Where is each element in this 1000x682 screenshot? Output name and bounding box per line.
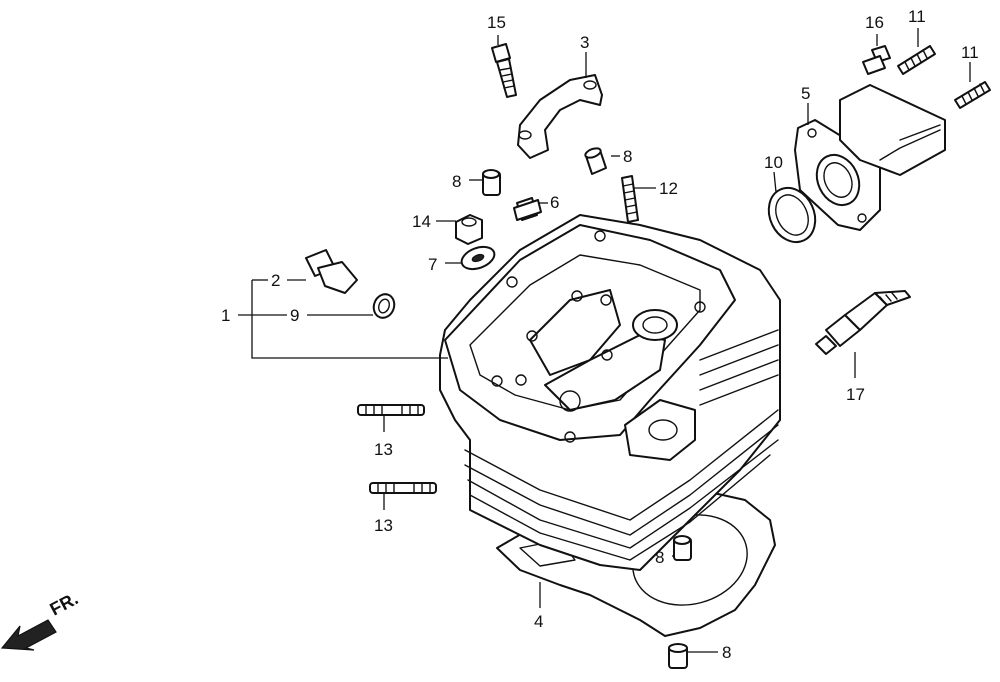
callout-4: 4 [534,612,543,631]
leader-lines [238,28,971,653]
callout-8-top-right: 8 [623,147,632,166]
callout-17: 17 [846,385,865,404]
callout-10: 10 [764,153,783,172]
callout-5: 5 [801,84,810,103]
callout-6: 6 [550,193,559,212]
callout-9: 9 [290,306,299,325]
callout-11-left: 11 [908,7,926,26]
flange-bolt [491,43,517,98]
callout-labels: 1 2 3 4 5 6 7 8 8 8 8 9 10 11 11 12 13 1… [221,7,979,662]
dowel-pin-bottom [668,643,688,669]
callout-16: 16 [865,13,884,32]
callout-8-gasket: 8 [655,548,664,567]
dowel-pin-gasket [673,535,692,561]
callout-11-right: 11 [961,43,979,62]
insulator-bolt [862,45,891,75]
stud-bolt-upper [357,404,425,416]
intake-insulator [794,84,946,231]
callout-12: 12 [659,179,678,198]
callout-3: 3 [580,33,589,52]
cylinder-head [439,214,781,571]
camshaft-holder [517,74,603,159]
callout-8-top-left: 8 [452,172,461,191]
callout-13-upper: 13 [374,440,393,459]
callout-13-lower: 13 [374,516,393,535]
callout-8-bottom: 8 [722,643,731,662]
sealing-washer [460,245,496,271]
stud-bolt-short [621,175,639,223]
callout-14: 14 [412,212,431,231]
sealing-bolt [513,197,542,221]
callout-7: 7 [428,255,437,274]
dowel-pin-top-left [482,169,501,196]
insulator-stud-left [897,45,936,75]
o-ring-small [372,293,396,319]
stud-bolt-lower [369,482,437,494]
front-direction-arrow: FR. [0,588,81,651]
callout-15: 15 [487,13,506,32]
dowel-pin-top-right [584,147,607,175]
oil-joint-fitting [305,249,358,294]
spark-plug [815,290,911,355]
callout-2: 2 [271,271,280,290]
insulator-o-ring [767,186,817,244]
insulator-stud-right [954,81,991,109]
cap-nut [455,214,483,245]
callout-1: 1 [221,306,230,325]
front-direction-label: FR. [46,588,81,619]
